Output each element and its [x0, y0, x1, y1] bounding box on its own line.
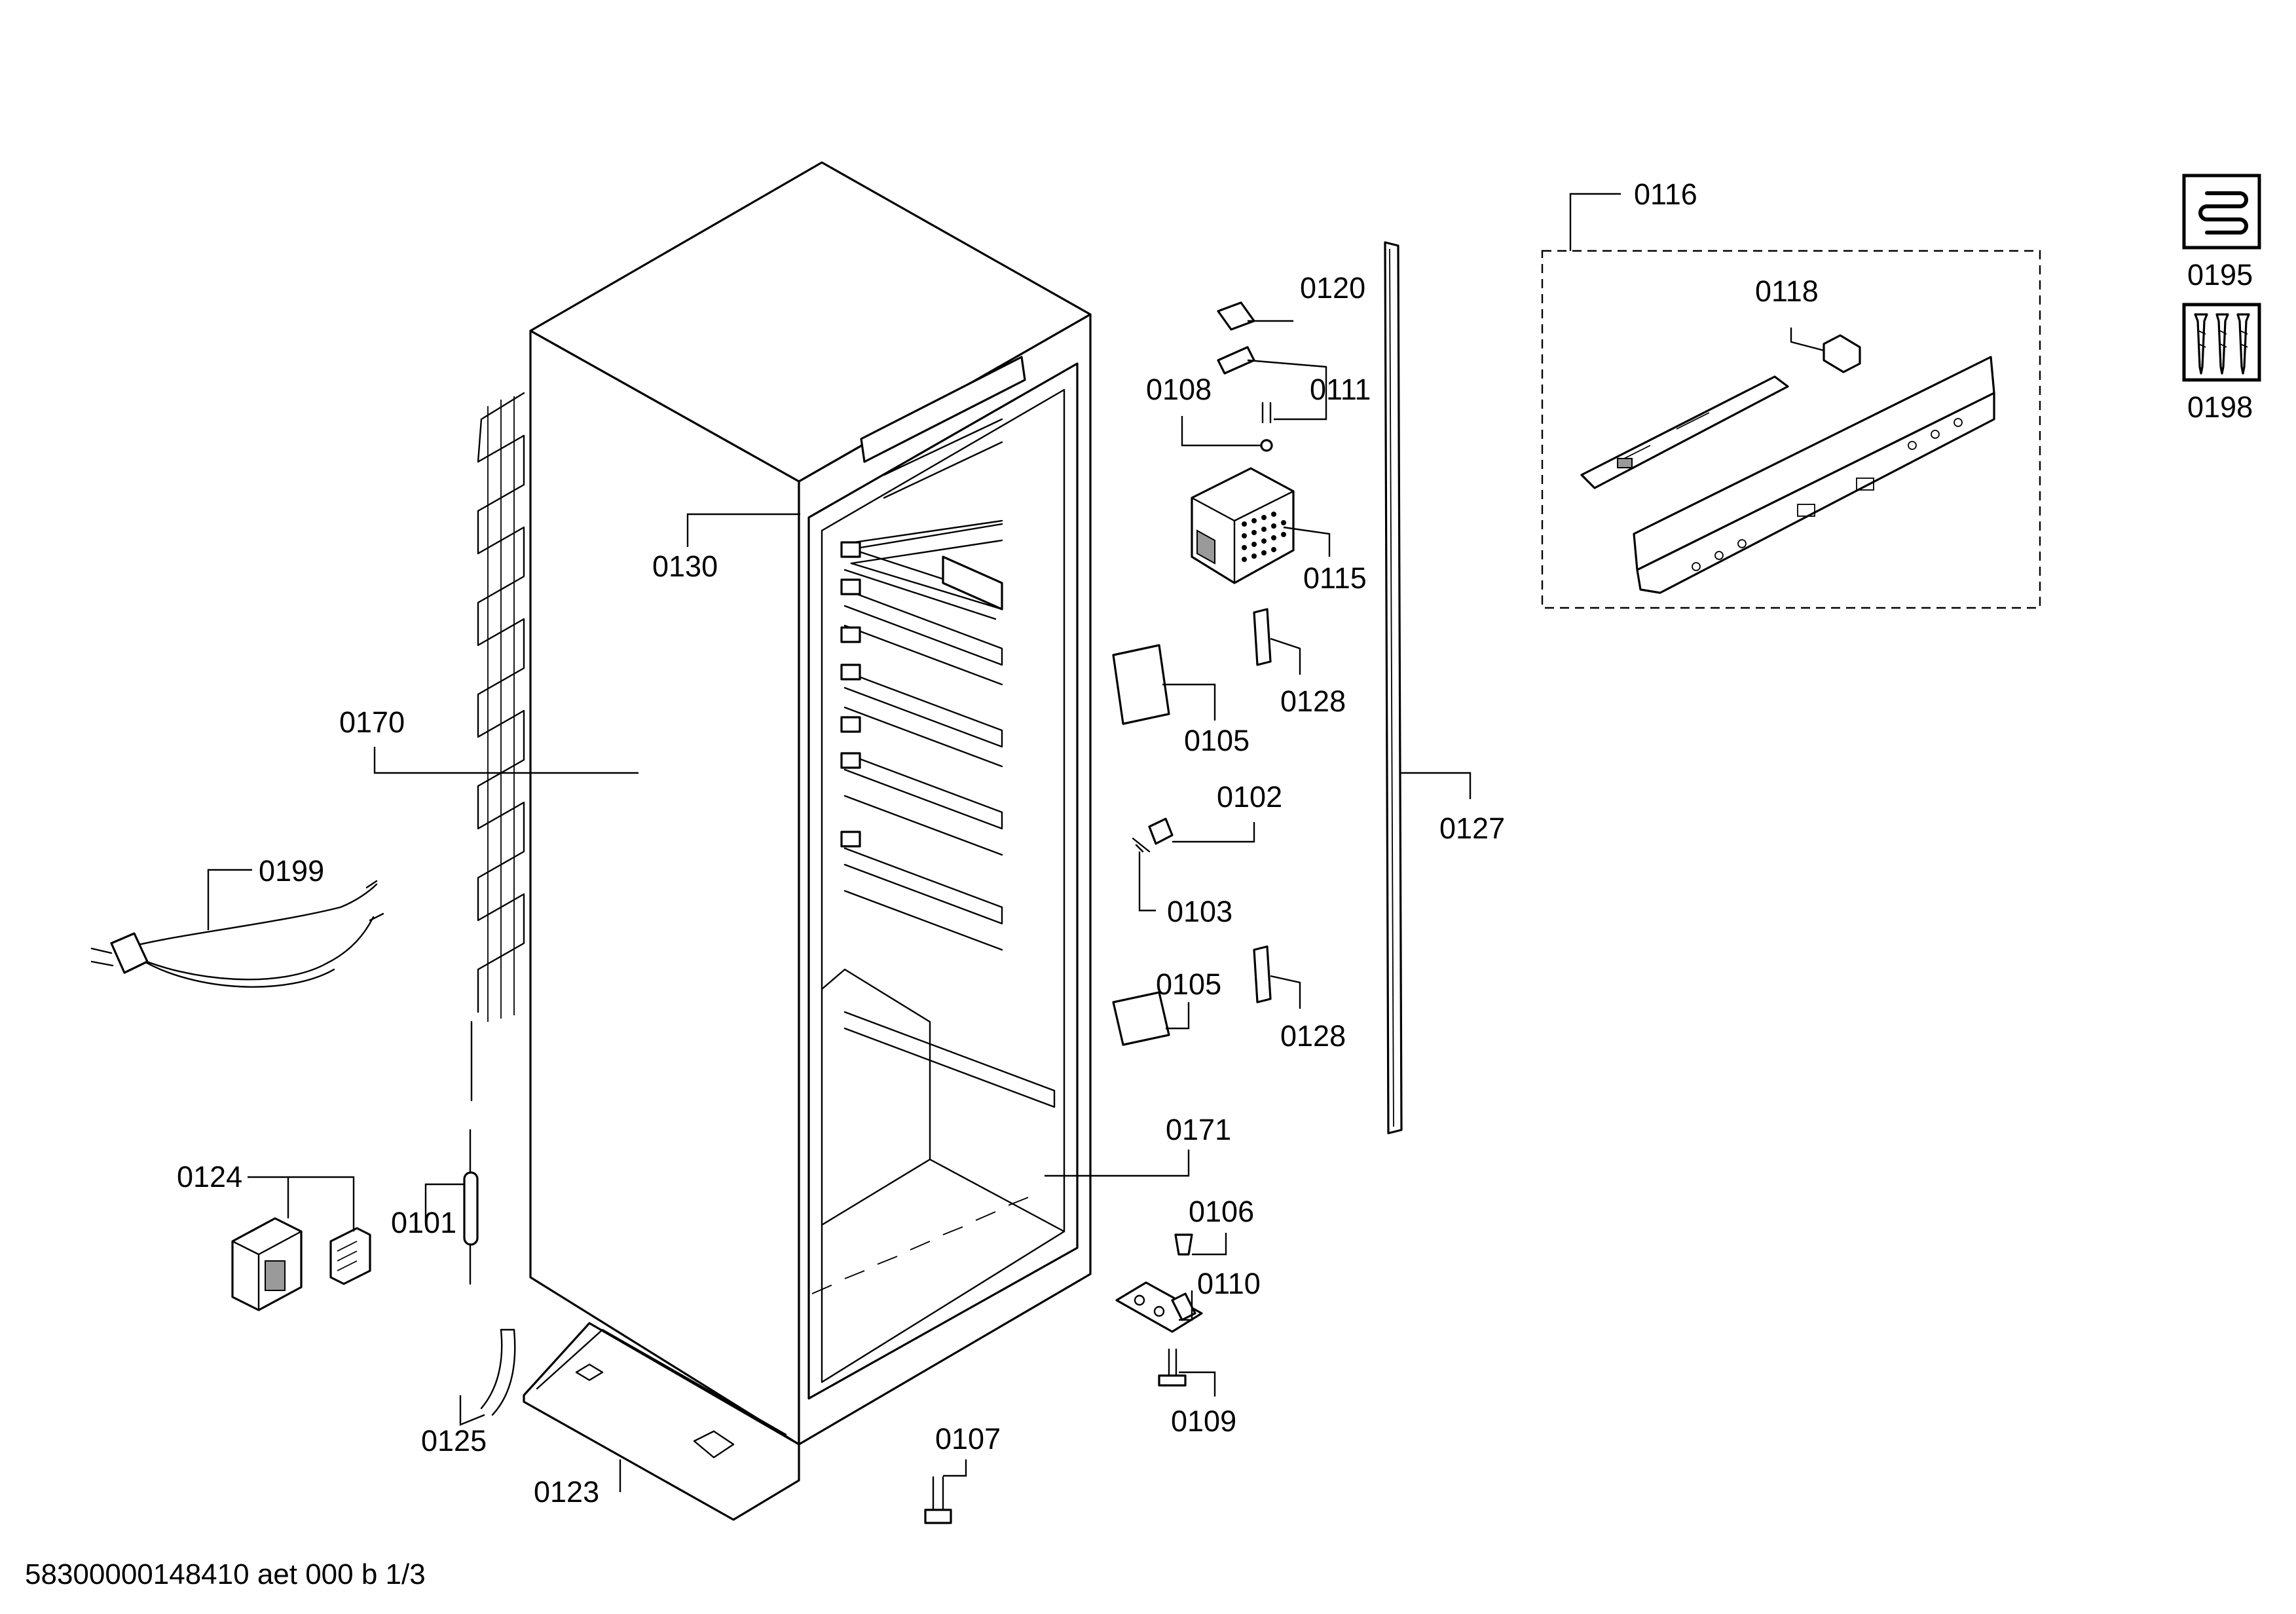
label-0124: 0124 — [177, 1160, 242, 1193]
label-0118: 0118 — [1755, 274, 1819, 308]
label-0105-upper: 0105 — [1184, 724, 1250, 757]
label-0171: 0171 — [1166, 1113, 1231, 1146]
label-0128-lower: 0128 — [1280, 1019, 1346, 1053]
screws-icon — [2194, 313, 2250, 375]
label-0195: 0195 — [2187, 258, 2253, 291]
filter-dryer-drawing — [463, 1129, 479, 1285]
label-0106: 0106 — [1189, 1195, 1254, 1228]
label-0199: 0199 — [259, 854, 324, 888]
condenser-coil-drawing — [470, 392, 525, 1102]
label-0102: 0102 — [1217, 780, 1282, 814]
label-0128-upper: 0128 — [1280, 685, 1346, 718]
label-0170: 0170 — [339, 705, 405, 739]
label-0108: 0108 — [1146, 373, 1212, 406]
label-0198: 0198 — [2187, 390, 2253, 424]
label-0110: 0110 — [1197, 1267, 1261, 1300]
label-0123: 0123 — [534, 1475, 599, 1509]
adjustable-foot-front-drawing — [924, 1476, 952, 1524]
label-0116: 0116 — [1634, 178, 1697, 211]
drain-hose-drawing — [480, 1328, 516, 1416]
label-0109: 0109 — [1171, 1404, 1236, 1438]
hinge-parts-drawing — [1115, 1233, 1203, 1387]
accessory-icons — [2182, 174, 2261, 382]
label-0107: 0107 — [935, 1422, 1001, 1455]
label-0130: 0130 — [652, 550, 718, 583]
label-0111: 0111 — [1310, 373, 1371, 406]
tubing-icon — [2198, 191, 2248, 235]
fan-and-small-parts-drawing — [1112, 301, 1295, 1046]
label-0127: 0127 — [1439, 812, 1505, 845]
control-panel-group-drawing — [1541, 250, 2041, 609]
part-labels: 0116 0118 0120 0108 0111 0130 0115 0128 … — [177, 178, 2253, 1509]
label-0125: 0125 — [421, 1424, 487, 1457]
label-0103: 0103 — [1167, 895, 1232, 928]
label-0101: 0101 — [391, 1206, 456, 1239]
label-0120: 0120 — [1300, 271, 1365, 305]
label-0105-lower: 0105 — [1156, 967, 1221, 1001]
door-seal-drawing — [1384, 241, 1403, 1135]
power-cord-drawing — [90, 880, 384, 988]
footer-document-id: 58300000148410 aet 000 b 1/3 — [25, 1558, 426, 1590]
leader-lines — [207, 193, 1824, 1492]
relay-starter-drawing — [231, 1217, 371, 1311]
cabinet-body-drawing — [523, 161, 1092, 1521]
label-0115: 0115 — [1303, 561, 1367, 595]
